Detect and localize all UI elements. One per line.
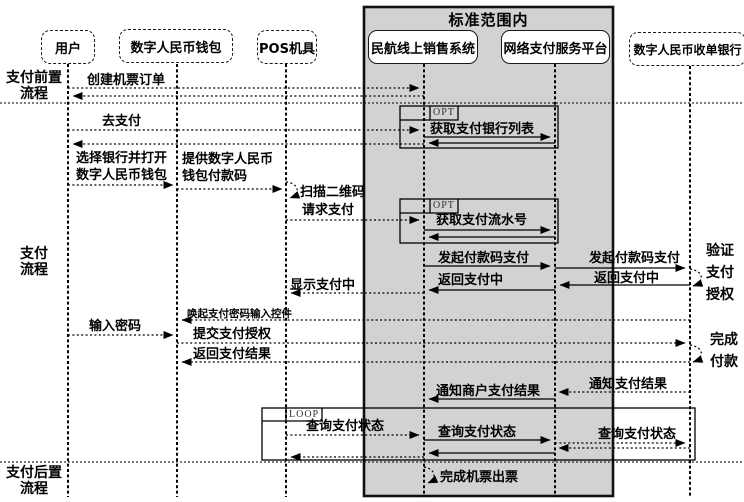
fragment-frames bbox=[261, 105, 696, 461]
label-select-bank-open-wallet: 选择银行并打开 数字人民币钱包 bbox=[76, 151, 168, 183]
section-payment: 支付 流程 bbox=[20, 246, 48, 278]
section-post-payment: 支付后置 流程 bbox=[6, 465, 62, 497]
actor-ecny-acquiring-bank: 数字人民币收单银行 bbox=[629, 32, 744, 66]
actor-airline-sales-system: 民航线上销售系统 bbox=[368, 30, 478, 64]
label-initiate-code-payment-2: 发起付款码支付 bbox=[589, 251, 681, 266]
label-request-payment: 请求支付 bbox=[302, 203, 355, 218]
solid-messages bbox=[424, 133, 690, 457]
label-get-bank-list: 获取支付银行列表 bbox=[430, 122, 535, 137]
label-create-ticket-order: 创建机票订单 bbox=[87, 73, 166, 88]
label-submit-payment-auth: 提交支付授权 bbox=[193, 327, 272, 342]
loop-fragment-tab bbox=[262, 408, 323, 422]
label-initiate-code-payment-1: 发起付款码支付 bbox=[438, 251, 530, 266]
msg-verify-auth-self bbox=[689, 268, 704, 287]
actor-online-payment-platform: 网络支付服务平台 bbox=[501, 30, 610, 64]
label-query-status-platform: 查询支付状态 bbox=[438, 425, 517, 440]
label-verify-payment-auth: 验证 支付 授权 bbox=[706, 243, 734, 303]
label-enter-password: 输入密码 bbox=[89, 319, 142, 334]
actor-pos-terminal: POS机具 bbox=[257, 30, 317, 64]
label-provide-payment-code: 提供数字人民币 钱包付款码 bbox=[182, 152, 274, 184]
section-pre-payment: 支付前置 流程 bbox=[6, 70, 62, 102]
msg-scan-qr-self bbox=[285, 181, 301, 199]
label-issue-ticket: 完成机票出票 bbox=[440, 470, 519, 485]
opt-label-2: OPT bbox=[433, 200, 455, 211]
opt-fragment-1 bbox=[399, 105, 559, 149]
msg-issue-ticket-self bbox=[423, 466, 439, 484]
section-separators bbox=[0, 102, 744, 463]
opt-label-1: OPT bbox=[433, 107, 455, 118]
actor-ecny-wallet: 数字人民币钱包 bbox=[119, 29, 233, 63]
loop-fragment bbox=[261, 407, 696, 461]
label-get-serial-number: 获取支付流水号 bbox=[436, 213, 528, 228]
scope-title: 标准范围内 bbox=[448, 11, 529, 29]
label-notify-merchant-result: 通知商户支付结果 bbox=[436, 384, 541, 399]
dotted-messages bbox=[68, 84, 704, 484]
opt-fragment-2-tab bbox=[400, 199, 459, 214]
label-go-pay: 去支付 bbox=[102, 114, 142, 129]
loop-label: LOOP bbox=[289, 409, 320, 420]
actor-user: 用户 bbox=[41, 30, 95, 64]
label-return-paying-1: 返回支付中 bbox=[594, 271, 660, 286]
label-notify-payment-result: 通知支付结果 bbox=[589, 377, 668, 392]
label-query-status-bank: 查询支付状态 bbox=[598, 427, 677, 442]
opt-fragment-2 bbox=[399, 198, 559, 244]
msg-complete-payment-self bbox=[689, 344, 704, 363]
label-display-paying: 显示支付中 bbox=[290, 278, 356, 293]
label-return-payment-result: 返回支付结果 bbox=[193, 347, 272, 362]
label-return-paying-2: 返回支付中 bbox=[438, 273, 504, 288]
label-scan-qr: 扫描二维码 bbox=[300, 185, 366, 200]
label-complete-payment: 完成 付款 bbox=[710, 332, 738, 370]
scope-box bbox=[362, 5, 615, 498]
label-query-status-pos: 查询支付状态 bbox=[306, 419, 385, 434]
lifelines bbox=[67, 64, 691, 497]
opt-fragment-1-tab bbox=[400, 106, 459, 121]
label-invoke-password-widget: 唤起支付密码输入控件 bbox=[187, 308, 292, 320]
